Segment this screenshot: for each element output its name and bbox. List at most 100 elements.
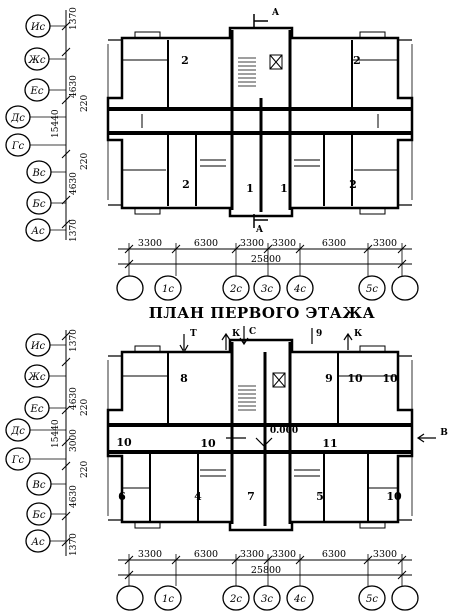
- axis-label: 3с: [261, 594, 273, 605]
- col-dim: 3300: [138, 549, 162, 560]
- room-number: 2: [353, 54, 361, 67]
- room-number: 8: [180, 372, 188, 385]
- axis-bubble: Вс: [26, 160, 52, 184]
- axis-label: Дс: [10, 113, 25, 124]
- room-number: 10: [116, 436, 132, 449]
- upper-walls: [106, 26, 414, 218]
- lower-col-dimensions: 3300 6300 3300 3300 6300 3300 25800: [118, 549, 412, 586]
- row-dim: 4630: [69, 172, 79, 195]
- entry-mark: Т: [190, 329, 197, 339]
- axis-bubble: Бс: [26, 191, 52, 215]
- axis-label: 1с: [162, 594, 174, 605]
- row-dim: 4630: [69, 485, 79, 508]
- axis-bubble: 3с: [253, 275, 281, 301]
- col-dim: 6300: [194, 238, 218, 249]
- axis-bubble: 5с: [358, 585, 386, 611]
- axis-label: Гс: [11, 141, 25, 152]
- axis-bubble: Бс: [26, 502, 52, 526]
- row-dim: 15440: [51, 109, 61, 138]
- row-dim: 1370: [69, 533, 79, 556]
- lower-entry-marks: Т К С 9 К В: [179, 326, 448, 443]
- axis-bubble: 2с: [222, 585, 250, 611]
- axis-label: 3с: [261, 284, 273, 295]
- axis-label: 2с: [229, 594, 242, 605]
- row-dim: 220: [80, 153, 90, 170]
- lower-row-axes: Ис Жс Ес Дс Гс Вс Бс Ас: [5, 333, 66, 553]
- room-number: 10: [200, 437, 216, 450]
- total-dim: 25800: [251, 254, 281, 265]
- col-dim: 3300: [272, 549, 296, 560]
- lower-rooms: 8 9 10 10 10 10 11 6 4 7 5 10: [116, 372, 402, 503]
- row-dim: 220: [80, 399, 90, 416]
- room-number: 4: [194, 490, 202, 503]
- axis-bubble: Жс: [24, 47, 50, 71]
- axis-bubble: Гс: [5, 133, 31, 157]
- axis-label: Ас: [30, 226, 45, 237]
- upper-section-marks: A A: [253, 8, 280, 235]
- axis-bubble: 4с: [286, 585, 314, 611]
- col-dim: 3300: [272, 238, 296, 249]
- upper-plan: Ис Жс Ес Дс Гс Вс Бс Ас 1370 4630 220 15…: [5, 7, 419, 301]
- upper-rooms: 2 2 2 1 1 2: [181, 54, 361, 195]
- room-number: 10: [386, 490, 402, 503]
- col-dim: 3300: [240, 238, 264, 249]
- lower-col-axes: 1с 2с 3с 4с 5с: [116, 585, 419, 611]
- col-dim: 6300: [322, 549, 346, 560]
- entry-mark: С: [249, 327, 256, 337]
- row-dim: 1370: [69, 329, 79, 352]
- room-number: 10: [347, 372, 363, 385]
- axis-label: Ес: [30, 404, 44, 415]
- lower-plan: ПЛАН ПЕРВОГО ЭТАЖА Ис Жс Ес Дс Гс Вс Бс …: [5, 304, 448, 611]
- section-mark: A: [255, 225, 264, 235]
- axis-bubble: Ис: [25, 333, 51, 357]
- axis-label: Бс: [32, 510, 46, 521]
- entry-mark: К: [354, 329, 363, 339]
- row-dim: 1370: [69, 7, 79, 30]
- axis-bubble: [391, 585, 419, 611]
- room-number: 2: [182, 178, 190, 191]
- section-mark: A: [271, 8, 280, 18]
- axis-bubble: Гс: [5, 447, 31, 471]
- row-dim: 15440: [51, 419, 61, 448]
- axis-label: Ис: [30, 341, 46, 352]
- room-number: 11: [322, 437, 337, 450]
- col-dim: 3300: [373, 238, 397, 249]
- axis-bubble: Ас: [25, 529, 51, 553]
- axis-bubble: 4с: [286, 275, 314, 301]
- col-dim: 3300: [373, 549, 397, 560]
- axis-bubble: [391, 275, 419, 301]
- row-dim: 1370: [69, 219, 79, 242]
- entry-mark: К: [232, 329, 241, 339]
- axis-bubble: Ес: [24, 78, 50, 102]
- axis-bubble: 5с: [358, 275, 386, 301]
- axis-bubble: [116, 275, 144, 301]
- axis-bubble: [116, 585, 144, 611]
- axis-label: Вс: [32, 480, 46, 491]
- axis-bubble: Дс: [5, 105, 31, 129]
- col-dim: 6300: [322, 238, 346, 249]
- room-number: 9: [325, 372, 333, 385]
- row-dim: 3000: [69, 429, 79, 452]
- axis-label: 5с: [366, 594, 378, 605]
- axis-label: Бс: [32, 199, 46, 210]
- total-dim: 25800: [251, 565, 281, 576]
- axis-label: Гс: [11, 455, 25, 466]
- axis-label: 1с: [162, 284, 174, 295]
- axis-label: Вс: [32, 168, 46, 179]
- level-mark: 0.000: [270, 426, 298, 436]
- lower-walls: [106, 338, 414, 532]
- axis-label: Дс: [10, 426, 25, 437]
- axis-label: Ис: [30, 22, 46, 33]
- axis-label: 4с: [293, 594, 306, 605]
- row-dim: 4630: [69, 387, 79, 410]
- axis-bubble: Вс: [26, 472, 52, 496]
- axis-bubble: 3с: [253, 585, 281, 611]
- col-dim: 3300: [240, 549, 264, 560]
- entry-mark: В: [440, 428, 448, 438]
- entry-mark: 9: [316, 329, 322, 339]
- axis-bubble: Ас: [25, 218, 51, 242]
- axis-bubble: Дс: [5, 418, 31, 442]
- axis-label: Ас: [30, 537, 45, 548]
